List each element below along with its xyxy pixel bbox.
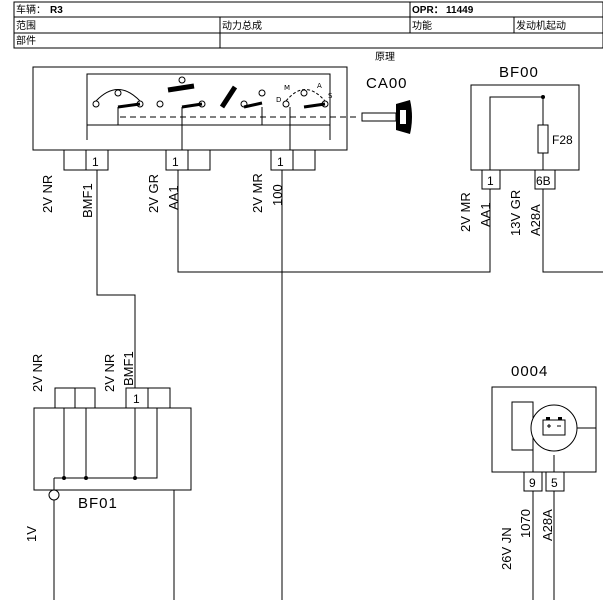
bf01-pin-1: 1: [133, 392, 140, 406]
wires: [53, 170, 603, 600]
vehicle-value: R3: [50, 5, 63, 16]
c0004-label: 0004: [511, 363, 548, 380]
bf00-label: BF00: [499, 64, 539, 81]
bf00-conn-label-2: 13V GR: [508, 190, 523, 236]
bf00-pin-1: 1: [487, 174, 494, 188]
c0004-pin-2: 5: [551, 476, 558, 490]
c0004-conn-label-1: 26V JN: [499, 527, 514, 570]
switch-letter-m: M: [284, 84, 290, 92]
switch-contact-3: [219, 85, 266, 125]
ca00-wire-label-2: AA1: [166, 185, 181, 210]
switch-contact-1: [92, 89, 144, 125]
ca00-label: CA00: [366, 75, 408, 92]
bf01-block: 1: [33, 387, 192, 501]
bf01-wire-label-1: BMF1: [121, 351, 136, 386]
bf00-wire-label-1: AA1: [478, 202, 493, 227]
fuse-f28-label: F28: [552, 133, 573, 147]
c0004-wire-label-1: 1070: [518, 509, 533, 538]
range-value: 动力总成: [222, 19, 262, 32]
bf01-label: BF01: [78, 495, 118, 512]
opr-label: OPR：: [412, 5, 444, 16]
ca00-wire-label-3: 100: [270, 184, 285, 206]
ca00-pin-1: 1: [92, 155, 99, 169]
bf01-conn-label-2: 2V NR: [102, 354, 117, 392]
bf00-wire-label-2: A28A: [528, 204, 543, 236]
switch-letter-d: D: [276, 96, 281, 104]
ca00-conn-label-3: 2V MR: [250, 173, 265, 213]
c0004-pin-1: 9: [529, 476, 536, 490]
bf00-pin-2: 6B: [536, 174, 551, 188]
diagram-title: 原理: [375, 51, 395, 63]
ca00-conn-label-1: 2V NR: [40, 175, 55, 213]
function-label: 功能: [412, 19, 432, 32]
vehicle-label: 车辆：: [16, 3, 46, 16]
opr-value: 11449: [446, 5, 474, 16]
switch-contact-4: M A D S: [276, 82, 333, 150]
part-label: 部件: [16, 34, 36, 47]
ca00-wire-label-1: BMF1: [80, 183, 95, 218]
bf01-wire-label-2: 1V: [24, 526, 39, 542]
switch-contact-2: [156, 76, 206, 150]
bf01-conn-label-1: 2V NR: [30, 354, 45, 392]
function-value: 发动机起动: [516, 19, 566, 32]
battery-icon: [542, 417, 566, 436]
header-table: 车辆： R3 OPR： 11449 范围 动力总成 功能 发动机起动 部件: [13, 1, 603, 49]
ca00-pin-3: 1: [277, 155, 284, 169]
ca00-conn-label-2: 2V GR: [146, 174, 161, 213]
ignition-key-icon: [361, 100, 412, 134]
c0004-wire-label-2: A28A: [540, 509, 555, 541]
bf00-conn-label-1: 2V MR: [458, 192, 473, 232]
ca00-switch-block: M A D S 1 1 1: [32, 66, 360, 171]
switch-letter-a: A: [317, 82, 322, 90]
c0004-block: 9 5: [491, 386, 597, 492]
bf00-fuse-box: F28 1 6B: [470, 84, 580, 190]
range-label: 范围: [16, 19, 36, 32]
ca00-pin-2: 1: [172, 155, 179, 169]
switch-letter-s: S: [328, 92, 333, 100]
